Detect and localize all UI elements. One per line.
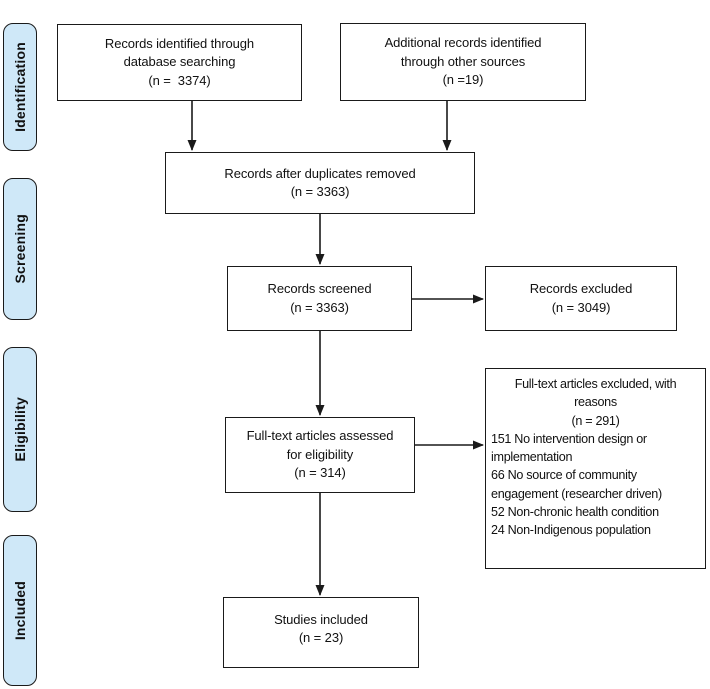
- box-text-line: Records after duplicates removed: [224, 165, 416, 181]
- box-count: (n = 314): [294, 465, 346, 481]
- box-text-line: reasons: [574, 395, 617, 410]
- box-duplicates-removed: Records after duplicates removed (n = 33…: [165, 152, 475, 214]
- stage-label-text: Included: [12, 580, 28, 641]
- box-text-line: Records identified through: [104, 35, 255, 51]
- box-text-line: Records screened: [267, 281, 372, 297]
- box-records-excluded: Records excluded (n = 3049): [485, 266, 677, 331]
- box-count: (n =19): [442, 72, 484, 88]
- box-text-line: database searching: [123, 54, 236, 70]
- exclusion-reason: 151 No intervention design or implementa…: [491, 431, 651, 464]
- box-count: (n = 3363): [290, 184, 350, 199]
- box-fulltext-assessed: Full-text articles assessed for eligibil…: [225, 417, 415, 493]
- stage-label-text: Screening: [12, 214, 28, 284]
- box-text-line: Full-text articles excluded, with: [514, 377, 677, 391]
- box-count: (n = 3049): [551, 299, 611, 315]
- box-text-line: Full-text articles assessed: [246, 428, 394, 444]
- exclusion-reason: 52 Non-chronic health condition: [491, 504, 659, 519]
- box-count: (n = 23): [298, 630, 344, 646]
- box-additional-records: Additional records identified through ot…: [340, 23, 586, 101]
- box-fulltext-excluded: Full-text articles excluded, with reason…: [485, 368, 706, 569]
- stage-label-identification: Identification: [3, 23, 37, 151]
- box-text-line: for eligibility: [286, 446, 354, 462]
- box-text-line: Records excluded: [529, 281, 633, 297]
- stage-label-text: Eligibility: [12, 397, 28, 462]
- box-text-line: through other sources: [400, 53, 526, 69]
- box-records-screened: Records screened (n = 3363): [227, 266, 412, 331]
- stage-label-included: Included: [3, 535, 37, 686]
- box-text-line: Studies included: [274, 612, 368, 627]
- exclusion-reason: 24 Non-Indigenous population: [491, 523, 651, 537]
- box-text-line: Additional records identified: [384, 35, 542, 51]
- exclusion-reason: 66 No source of community engagement (re…: [491, 468, 662, 501]
- stage-label-text: Identification: [12, 42, 28, 132]
- stage-label-screening: Screening: [3, 178, 37, 320]
- box-count: (n = 3374): [148, 72, 211, 88]
- box-count: (n = 3363): [290, 299, 349, 315]
- stage-label-eligibility: Eligibility: [3, 347, 37, 512]
- box-studies-included: Studies included (n = 23): [223, 597, 419, 668]
- box-records-identified: Records identified through database sear…: [57, 24, 302, 101]
- box-count: (n = 291): [571, 413, 620, 428]
